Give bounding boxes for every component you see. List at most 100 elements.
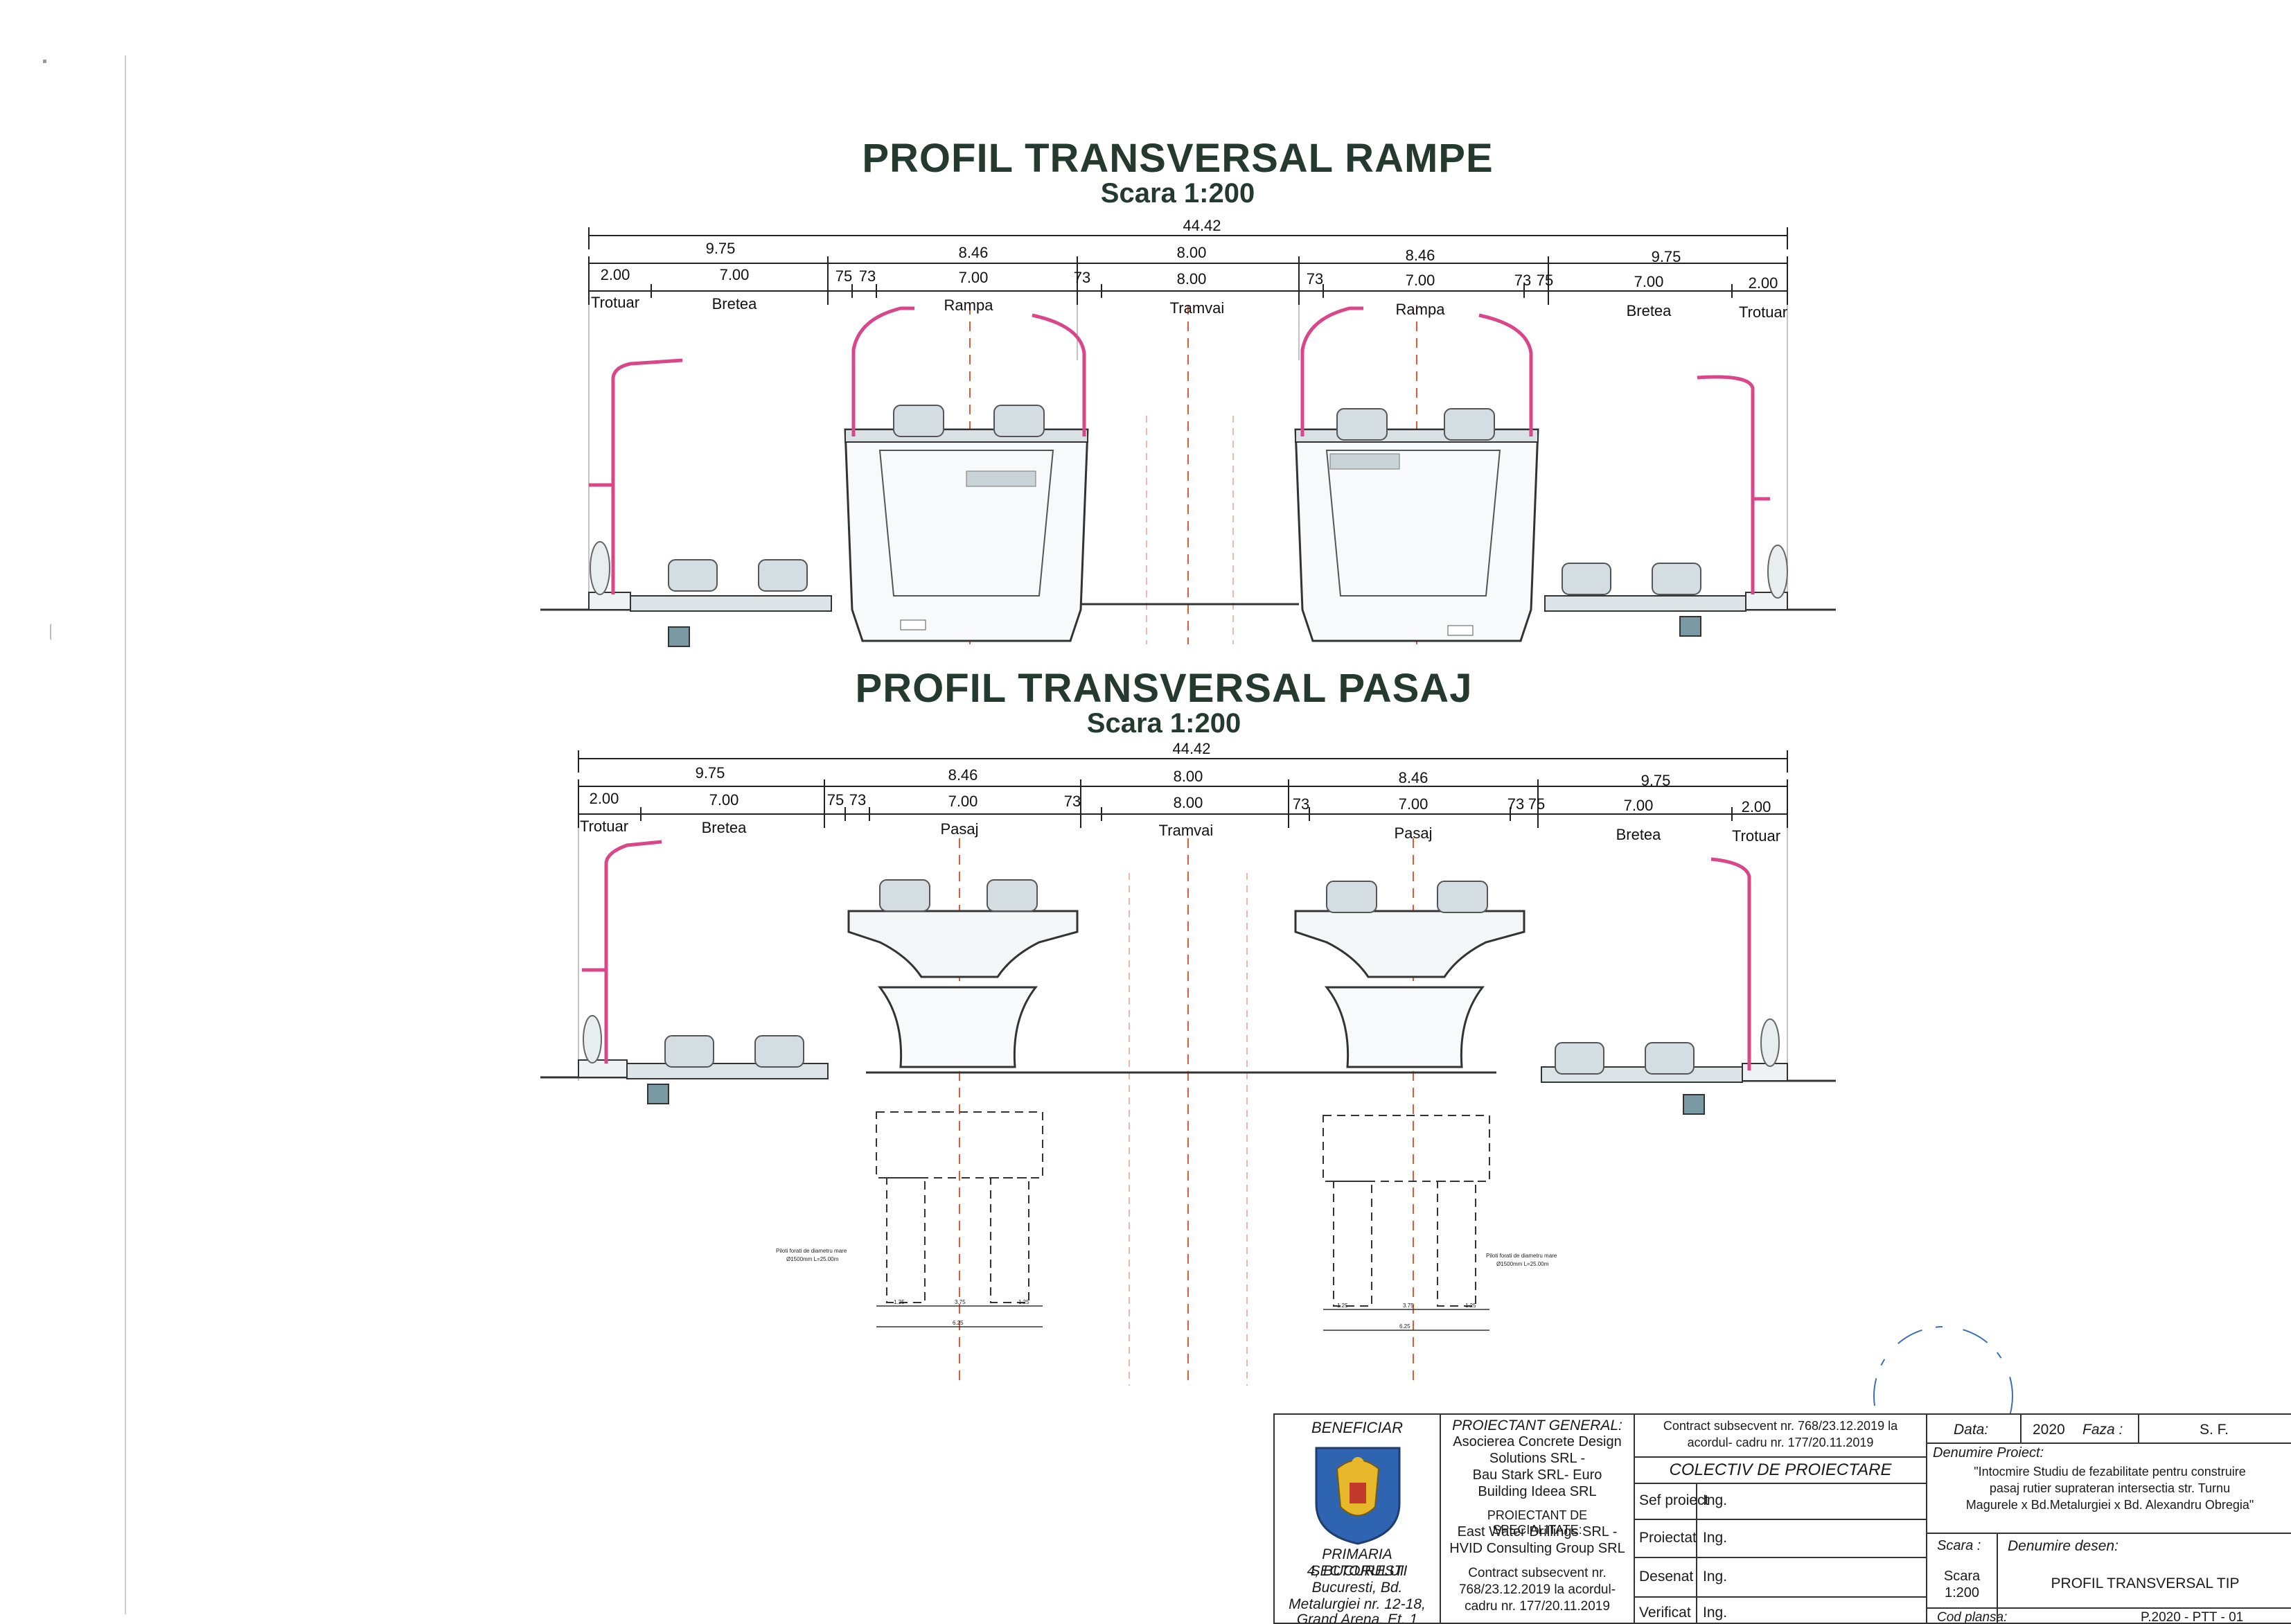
pasaj-dim-ramp-right: 8.46 — [1399, 769, 1428, 786]
svg-text:1.25: 1.25 — [1465, 1303, 1476, 1309]
proiectant-general-2: Solutions SRL - — [1489, 1451, 1586, 1466]
data-value: 2020 — [2033, 1422, 2065, 1438]
contract-top-2: acordul- cadru nr. 177/20.11.2019 — [1687, 1436, 1874, 1449]
contract-bottom-2: 768/23.12.2019 la acordul- — [1458, 1582, 1616, 1597]
role-verificat: Verificat — [1639, 1605, 1691, 1621]
pasaj-dim-75-right: 75 — [1528, 795, 1545, 813]
pasaj-label-bretea-left: Bretea — [702, 819, 748, 836]
role-proiectat-name: Ing. — [1703, 1530, 1728, 1546]
beneficiar-addr-1: Bucuresti, Bd. — [1311, 1580, 1403, 1596]
svg-text:1.25: 1.25 — [894, 1299, 905, 1305]
pasaj-dim-trotuar-left: 2.00 — [590, 790, 619, 807]
rampe-drawing: 44.42 9.75 8.46 8.00 8.46 9.75 2.00 7.00… — [540, 217, 1836, 647]
svg-text:1.25: 1.25 — [1018, 1299, 1029, 1305]
rampe-dim-73-left-1: 73 — [859, 267, 876, 285]
rampe-title: PROFIL TRANSVERSAL RAMPE — [862, 136, 1494, 181]
rampe-label-trotuar-right: Trotuar — [1739, 303, 1787, 321]
punch-mark — [50, 624, 54, 640]
role-desenat-name: Ing. — [1703, 1569, 1728, 1585]
rampe-label-ramp-right: Rampa — [1396, 301, 1446, 318]
rampe-dim-tram: 8.00 — [1177, 270, 1207, 288]
scara-label: Scara : — [1937, 1538, 1981, 1553]
denumire-proiect-label: Denumire Proiect: — [1933, 1445, 2044, 1460]
proiectant-spec-2: HVID Consulting Group SRL — [1449, 1541, 1625, 1556]
pasaj-dim-ramp-right-7: 7.00 — [1399, 795, 1428, 813]
colectiv-heading: COLECTIV DE PROIECTARE — [1669, 1460, 1892, 1479]
pasaj-title: PROFIL TRANSVERSAL PASAJ — [855, 666, 1473, 711]
data-label: Data: — [1954, 1422, 1989, 1438]
proiectant-general-3: Bau Stark SRL- Euro — [1472, 1467, 1602, 1483]
rampe-dim-group-right: 9.75 — [1652, 248, 1681, 265]
pasaj-dim-73-left-1: 73 — [849, 791, 866, 809]
rampe-dim-ramp-right: 8.46 — [1406, 247, 1435, 264]
denumire-proiect-2: pasaj rutier suprateran intersectia str.… — [1989, 1481, 2231, 1495]
rampe-dim-75-left: 75 — [835, 267, 852, 285]
pasaj-dim-trotuar-right: 2.00 — [1742, 798, 1771, 815]
role-proiectat: Proiectat — [1639, 1530, 1697, 1546]
rampe-label-ramp-left: Rampa — [944, 297, 994, 314]
rampe-dim-73-right-2: 73 — [1514, 272, 1531, 289]
denumire-desen-label: Denumire desen: — [2008, 1538, 2118, 1554]
beneficiar-name-2: 4, BUCURESTI — [1307, 1563, 1408, 1579]
rampe-dim-ramp-right-7: 7.00 — [1406, 272, 1435, 289]
cod-plansa-value: P.2020 - PTT - 01 — [2141, 1610, 2244, 1624]
scara-value-1: Scara — [1943, 1569, 1981, 1584]
rampe-dim-trotuar-right: 2.00 — [1749, 274, 1778, 292]
pasaj-dim-ramp-left: 8.46 — [948, 766, 978, 784]
pasaj-dim-tram: 8.00 — [1174, 794, 1203, 811]
pasaj-dim-ramp-left-7: 7.00 — [948, 793, 978, 810]
pasaj-pile-note-right-2: Ø1500mm L=25.00m — [1496, 1261, 1549, 1267]
pasaj-dim-group-right: 9.75 — [1641, 772, 1671, 789]
rampe-scale: Scara 1:200 — [1100, 178, 1255, 209]
rampe-dim-trotuar-left: 2.00 — [601, 266, 630, 283]
stamp-circle — [1873, 1326, 2013, 1466]
rampe-dim-73-right-1: 73 — [1307, 270, 1323, 288]
pasaj-dim-tram-top: 8.00 — [1174, 768, 1203, 785]
pasaj-dim-73-right-1: 73 — [1293, 795, 1309, 813]
rampe-dim-tram-top: 8.00 — [1177, 244, 1207, 261]
pasaj-pile-note-left-2: Ø1500mm L=25.00m — [786, 1256, 839, 1262]
rampe-dim-total: 44.42 — [1183, 217, 1221, 234]
corner-mark — [43, 60, 46, 63]
pasaj-pile-note-left-1: Piloti forati de diametru mare — [776, 1248, 847, 1254]
rampe-dim-73-left-2: 73 — [1074, 269, 1090, 286]
rampe-dim-group-left: 9.75 — [706, 240, 736, 257]
rampe-dim-bretea-left: 7.00 — [720, 266, 750, 283]
pasaj-dim-group-left: 9.75 — [696, 764, 725, 782]
rampe-label-trotuar-left: Trotuar — [591, 294, 639, 311]
scara-value-2: 1:200 — [1944, 1585, 1980, 1600]
pasaj-label-tram: Tramvai — [1159, 822, 1214, 839]
pasaj-scale: Scara 1:200 — [1086, 708, 1241, 739]
faza-value: S. F. — [2200, 1422, 2229, 1438]
pasaj-label-ramp-right: Pasaj — [1394, 824, 1432, 842]
proiectant-spec-1: East Water Drillings SRL - — [1457, 1524, 1618, 1539]
denumire-desen-value: PROFIL TRANSVERSAL TIP — [2051, 1576, 2240, 1591]
beneficiar-label: BENEFICIAR — [1311, 1419, 1404, 1436]
pasaj-dim-73-left-2: 73 — [1064, 793, 1081, 810]
title-block: BENEFICIAR PRIMARIA SECTORULUI 4, BUCURE… — [1273, 1413, 2291, 1624]
proiectant-general-4: Building Ideea SRL — [1478, 1484, 1597, 1499]
beneficiar-name-1: PRIMARIA SECTORULUI — [1310, 1546, 1404, 1579]
contract-top-1: Contract subsecvent nr. 768/23.12.2019 l… — [1663, 1419, 1898, 1433]
cod-plansa-label: Cod plansa: — [1937, 1610, 2008, 1624]
pasaj-label-trotuar-right: Trotuar — [1732, 827, 1780, 845]
role-sef-proiect-name: Ing. — [1703, 1492, 1728, 1508]
pasaj-dim-bretea-left: 7.00 — [709, 791, 739, 809]
rampe-dim-bretea-right: 7.00 — [1634, 273, 1664, 290]
svg-text:3.75: 3.75 — [955, 1299, 966, 1305]
rampe-dim-ramp-left-7: 7.00 — [959, 269, 989, 286]
pasaj-dim-bretea-right: 7.00 — [1624, 797, 1654, 814]
svg-text:3.75: 3.75 — [1403, 1303, 1414, 1309]
rampe-label-bretea-left: Bretea — [712, 295, 758, 312]
svg-text:1.25: 1.25 — [1337, 1303, 1348, 1309]
proiectant-general-label: PROIECTANT GENERAL: — [1452, 1418, 1622, 1433]
sheet-border — [125, 55, 2281, 1614]
beneficiar-addr-2: Metalurgiei nr. 12-18, — [1289, 1596, 1426, 1612]
svg-text:6.25: 6.25 — [953, 1320, 964, 1326]
role-sef-proiect: Sef proiect — [1639, 1492, 1709, 1508]
rampe-dim-75-right: 75 — [1537, 272, 1553, 289]
pasaj-label-bretea-right: Bretea — [1616, 826, 1662, 843]
rampe-label-tram: Tramvai — [1170, 299, 1225, 317]
role-desenat: Desenat — [1639, 1569, 1694, 1585]
